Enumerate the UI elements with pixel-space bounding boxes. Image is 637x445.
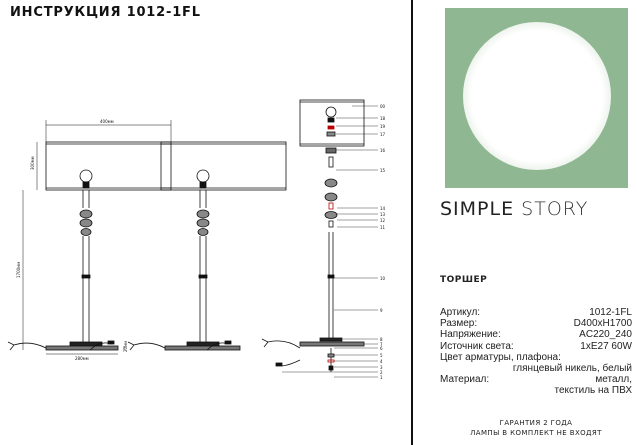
part-label: 12: [380, 218, 386, 223]
spec-value: 1xE27 60W: [580, 340, 632, 352]
brand-word-story: STORY: [521, 198, 589, 220]
brand-name: SIMPLE STORY: [440, 198, 588, 220]
part-label: 13: [380, 212, 386, 217]
spec-value: металл,: [595, 374, 632, 386]
spec-row-material: Материал: металл,: [440, 374, 632, 385]
part-label: 2: [380, 370, 383, 375]
part-label: 1: [380, 375, 383, 380]
brand-word-simple: SIMPLE: [440, 198, 515, 220]
front-view-plain: [127, 141, 287, 351]
part-label: 11: [380, 225, 386, 230]
spec-label: Размер:: [440, 318, 478, 330]
part-label: 00: [380, 104, 386, 109]
shade-outline: [299, 99, 365, 147]
spec-value: D400xH1700: [573, 318, 632, 330]
shade-outline: [160, 141, 287, 191]
spec-value: 1012-1FL: [589, 307, 632, 318]
spec-label: Материал:: [440, 374, 490, 386]
dim-base-width: 280мм: [75, 356, 89, 361]
part-label: 8: [380, 337, 383, 342]
dim-base-height: 20мм: [123, 341, 128, 352]
part-label: 7: [380, 342, 383, 347]
dim-shade-height: 300мм: [30, 156, 35, 170]
vertical-divider: [411, 0, 413, 445]
part-label: 18: [380, 116, 386, 121]
exploded-view: [261, 99, 378, 378]
technical-drawing: 400мм 300мм 1700мм 280мм 20мм 00 18 19 1…: [0, 20, 405, 445]
spec-label: Напряжение:: [440, 329, 501, 341]
shade-outline: [45, 141, 172, 191]
warranty-note: ГАРАНТИЯ 2 ГОДА: [499, 419, 573, 427]
brand-logo: [445, 8, 628, 188]
spec-row-article: Артикул: 1012-1FL: [440, 307, 632, 318]
spec-label: Артикул:: [440, 307, 481, 318]
part-label: 10: [380, 276, 386, 281]
spec-label-color: Цвет арматуры, плафона:: [440, 351, 561, 363]
part-label: 16: [380, 148, 386, 153]
spec-label: Источник света:: [440, 340, 514, 352]
dim-total-height: 1700мм: [16, 262, 21, 278]
spec-value-material-2: текстиль на ПВХ: [554, 385, 632, 397]
page-title: ИНСТРУКЦИЯ 1012-1FL: [10, 5, 201, 20]
part-label: 3: [380, 365, 383, 370]
product-type: ТОРШЕР: [440, 275, 488, 285]
part-label: 14: [380, 206, 386, 211]
part-label: 17: [380, 132, 386, 137]
spec-row-voltage: Напряжение: AC220_240: [440, 329, 632, 340]
part-label: 9: [380, 308, 383, 313]
part-label: 6: [380, 346, 383, 351]
part-label: 19: [380, 124, 386, 129]
spec-value: AC220_240: [579, 329, 632, 341]
spec-row-size: Размер: D400xH1700: [440, 318, 632, 329]
lamps-note: ЛАМПЫ В КОМПЛЕКТ НЕ ВХОДЯТ: [470, 429, 602, 437]
spec-row-light-source: Источник света: 1xE27 60W: [440, 341, 632, 352]
footer-notes: ГАРАНТИЯ 2 ГОДА ЛАМПЫ В КОМПЛЕКТ НЕ ВХОД…: [440, 418, 632, 438]
bulb-outline: [79, 169, 93, 183]
front-view-dimensioned: [7, 120, 172, 355]
part-label: 15: [380, 168, 386, 173]
spec-table: Артикул: 1012-1FL Размер: D400xH1700 Нап…: [440, 307, 632, 397]
part-label: 4: [380, 359, 383, 364]
spec-value-color: глянцевый никель, белый: [512, 363, 632, 375]
part-labels: 00 18 19 17 16 15 14 13 12 11 10 9 8 7 6…: [380, 104, 386, 380]
logo-circle: [463, 22, 611, 170]
part-label: 5: [380, 353, 383, 358]
dim-shade-width: 400мм: [100, 119, 114, 124]
